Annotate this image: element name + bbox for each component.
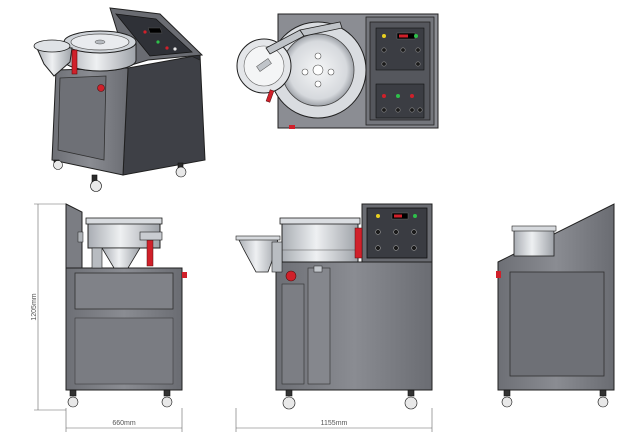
iso-red-handle: [71, 49, 78, 75]
iso-panel-buttons: [143, 30, 177, 51]
iso-display: [147, 27, 163, 34]
isometric-view: [33, 7, 206, 192]
front-red-handle: [354, 227, 363, 259]
front-view: [235, 203, 433, 410]
front-chute-rim: [235, 235, 281, 241]
side-right-panel: [509, 271, 605, 377]
top-panel-lights: [381, 32, 423, 113]
side-right-red-btn: [496, 271, 501, 278]
top-arm-2: [299, 21, 343, 37]
iso-door: [57, 75, 107, 161]
front-width-dimension-label: 1155mm: [321, 420, 348, 427]
top-view: [236, 13, 439, 129]
side-left-door-lower: [74, 317, 174, 385]
front-door-right: [307, 267, 331, 385]
front-red-button: [285, 270, 297, 282]
iso-cabinet-side: [122, 54, 206, 176]
side-left-red-handle: [146, 239, 154, 267]
side-left-bowl-rim: [85, 217, 163, 225]
iso-control-panel: [115, 13, 193, 57]
side-left-door: [74, 272, 174, 310]
side-left-funnel: [101, 247, 141, 269]
front-bowl: [281, 221, 359, 263]
front-panel-controls: [375, 212, 417, 251]
front-chute-support: [271, 241, 283, 273]
side-right-bowl: [513, 229, 555, 257]
side-left-tower: [65, 203, 83, 269]
side-left-knob: [77, 231, 84, 243]
front-casters: [282, 389, 418, 410]
front-latch: [313, 265, 323, 273]
side-left-stand: [91, 247, 103, 269]
top-panel-lower: [375, 83, 425, 119]
iso-chute-rim: [33, 39, 71, 53]
top-red-handle: [265, 89, 275, 103]
side-right-casters: [501, 389, 609, 408]
side-width-dimension-label: 660mm: [112, 420, 136, 427]
side-left-casters: [67, 389, 173, 408]
side-view-right: [496, 203, 615, 408]
side-left-bracket: [139, 231, 163, 241]
front-door-left: [281, 283, 305, 385]
top-disc-holes: [301, 52, 335, 88]
front-bowl-rim: [279, 217, 361, 225]
side-left-red-btn: [182, 272, 187, 278]
side-right-bowl-rim: [511, 225, 557, 232]
iso-red-button: [97, 84, 105, 92]
top-red-knob: [289, 125, 295, 129]
iso-disc-hub: [94, 39, 106, 45]
top-chute-slot: [256, 58, 272, 72]
iso-casters: [53, 159, 187, 192]
height-dimension-label: 1205mm: [31, 293, 38, 320]
dimension-lines: [34, 203, 433, 432]
side-view-left: [65, 203, 187, 408]
